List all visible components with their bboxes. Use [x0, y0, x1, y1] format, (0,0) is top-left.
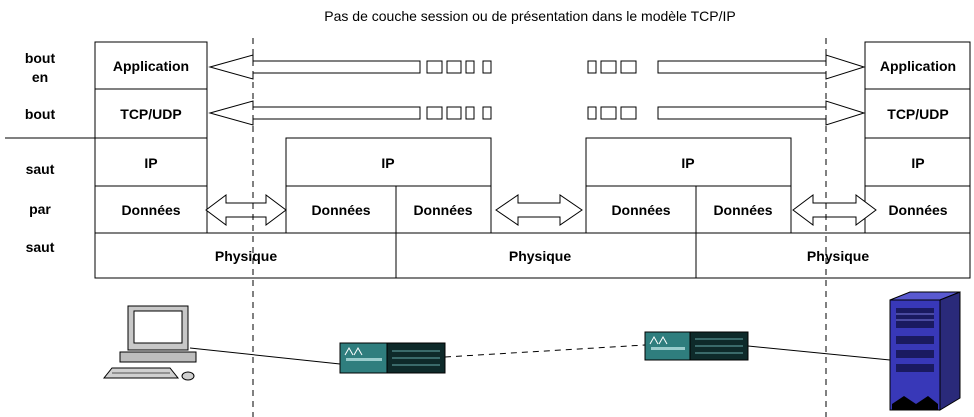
physical-label-3: Physique — [807, 248, 869, 264]
hop-arrow-2 — [495, 194, 583, 226]
router1-ip-label: IP — [381, 155, 394, 171]
left-transport-label: TCP/UDP — [120, 106, 181, 122]
router2-ip-label: IP — [681, 155, 694, 171]
left-data-label: Données — [121, 202, 180, 218]
physical-layer-row: Physique Physique Physique — [94, 232, 971, 279]
router-icon-2 — [644, 331, 749, 361]
desktop-computer-icon — [102, 305, 197, 381]
network-links — [189, 344, 891, 365]
router2-stack: IP Données Données — [585, 137, 792, 234]
server-tower-icon — [889, 291, 961, 411]
diagram-title: Pas de couche session ou de présentation… — [324, 8, 735, 24]
vertical-guides — [252, 38, 827, 417]
hop-arrow-1 — [205, 194, 287, 226]
side-label-par: par — [29, 201, 51, 217]
left-host-stack: Application TCP/UDP IP Données — [94, 41, 208, 234]
physical-label-1: Physique — [215, 248, 277, 264]
right-host-stack: Application TCP/UDP IP Données — [864, 41, 971, 234]
transport-end-to-end-arrow — [208, 100, 866, 126]
router1-stack: IP Données Données — [285, 137, 492, 234]
router1-data-left-label: Données — [311, 202, 370, 218]
side-label-bout-2: bout — [25, 106, 56, 122]
hop-arrow-3 — [792, 194, 877, 226]
router2-data-right-label: Données — [713, 202, 772, 218]
physical-label-2: Physique — [509, 248, 571, 264]
right-data-label: Données — [888, 202, 947, 218]
left-ip-label: IP — [144, 155, 157, 171]
application-end-to-end-arrow — [208, 54, 866, 80]
side-label-bout-1: bout — [25, 50, 56, 66]
right-transport-label: TCP/UDP — [887, 106, 948, 122]
hop-arrows — [205, 194, 877, 226]
router1-data-right-label: Données — [413, 202, 472, 218]
right-application-label: Application — [880, 58, 956, 74]
router2-data-left-label: Données — [611, 202, 670, 218]
side-label-saut-2: saut — [26, 239, 55, 255]
left-application-label: Application — [113, 58, 189, 74]
side-label-saut-1: saut — [26, 161, 55, 177]
side-label-en: en — [32, 69, 48, 85]
router-icon-1 — [339, 342, 446, 374]
right-ip-label: IP — [911, 155, 924, 171]
